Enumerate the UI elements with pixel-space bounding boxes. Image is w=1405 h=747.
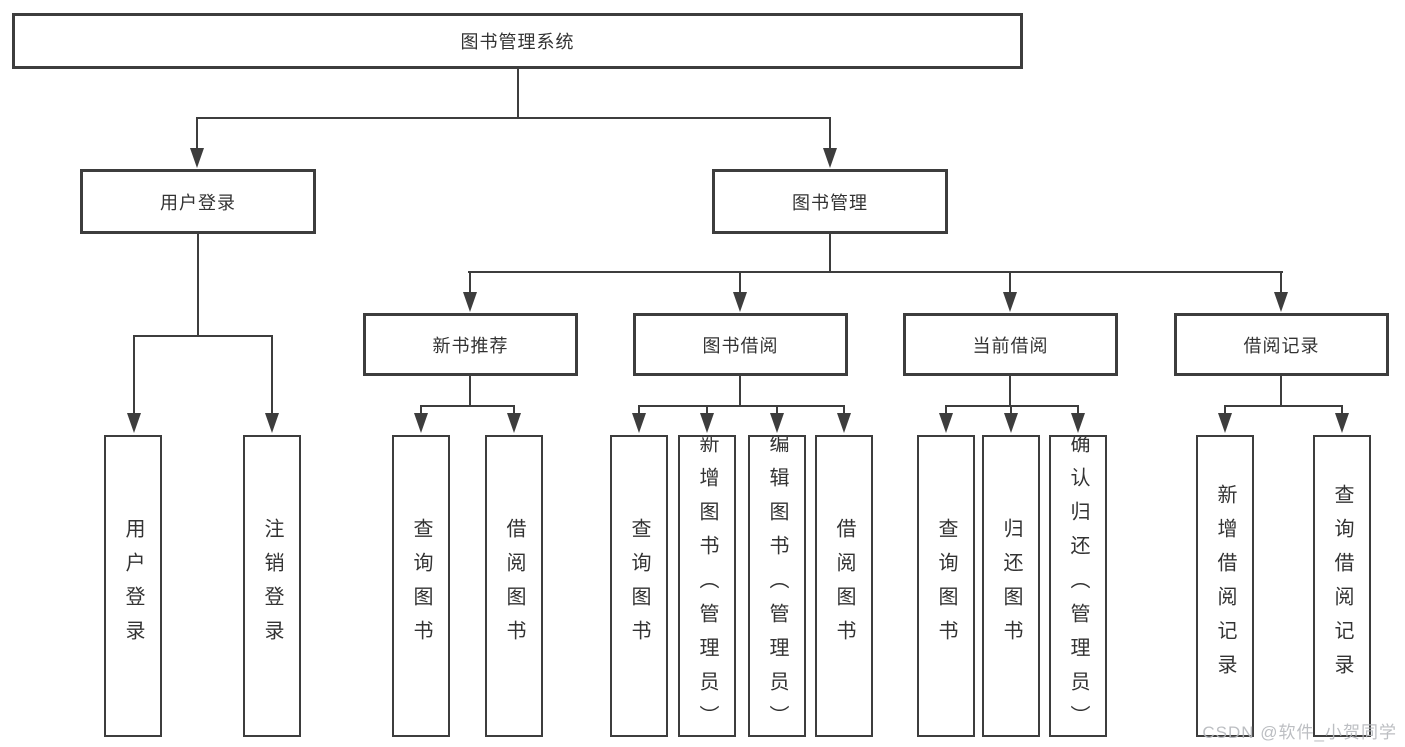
leaf-edit-book-admin: 编辑图书（管理员） — [748, 435, 806, 737]
leaf-query-books-recommend: 查询图书 — [392, 435, 450, 737]
leaf-borrow-books: 借阅图书 — [815, 435, 873, 737]
leaf-query-books-current: 查询图书 — [917, 435, 975, 737]
leaf-logout: 注销登录 — [243, 435, 301, 737]
node-book-management-label: 图书管理 — [792, 192, 868, 213]
node-borrow-records: 借阅记录 — [1174, 313, 1389, 376]
node-current-borrow: 当前借阅 — [903, 313, 1118, 376]
leaf-query-borrow-record: 查询借阅记录 — [1313, 435, 1371, 737]
leaf-add-book-admin-label: 新增图书（管理员） — [696, 435, 718, 737]
leaf-query-borrow-record-label: 查询借阅记录 — [1331, 484, 1353, 688]
node-borrow-records-label: 借阅记录 — [1243, 335, 1320, 356]
node-current-borrow-label: 当前借阅 — [972, 335, 1049, 356]
node-new-book-recommend-label: 新书推荐 — [432, 335, 509, 356]
leaf-query-books-borrow: 查询图书 — [610, 435, 668, 737]
node-root-label: 图书管理系统 — [460, 32, 575, 52]
leaf-return-book-label: 归还图书 — [1000, 518, 1022, 654]
leaf-user-login: 用户登录 — [104, 435, 162, 737]
node-new-book-recommend: 新书推荐 — [363, 313, 578, 376]
leaf-edit-book-admin-label: 编辑图书（管理员） — [766, 435, 788, 737]
leaf-return-book: 归还图书 — [982, 435, 1040, 737]
leaf-logout-label: 注销登录 — [261, 518, 283, 654]
leaf-user-login-label: 用户登录 — [122, 518, 144, 654]
leaf-confirm-return-admin: 确认归还（管理员） — [1049, 435, 1107, 737]
leaf-borrow-books-recommend-label: 借阅图书 — [503, 518, 525, 654]
leaf-confirm-return-admin-label: 确认归还（管理员） — [1067, 435, 1089, 737]
node-user-login: 用户登录 — [80, 169, 316, 234]
leaf-add-book-admin: 新增图书（管理员） — [678, 435, 736, 737]
watermark-text: CSDN @软件_小贺同学 — [1202, 723, 1397, 742]
node-root: 图书管理系统 — [12, 13, 1023, 69]
leaf-add-borrow-record: 新增借阅记录 — [1196, 435, 1254, 737]
leaf-borrow-books-recommend: 借阅图书 — [485, 435, 543, 737]
node-book-management: 图书管理 — [712, 169, 948, 234]
leaf-borrow-books-label: 借阅图书 — [833, 518, 855, 654]
node-book-borrow: 图书借阅 — [633, 313, 848, 376]
leaf-query-books-borrow-label: 查询图书 — [628, 518, 650, 654]
leaf-query-books-recommend-label: 查询图书 — [410, 518, 432, 654]
node-user-login-label: 用户登录 — [160, 192, 236, 213]
leaf-add-borrow-record-label: 新增借阅记录 — [1214, 484, 1236, 688]
node-book-borrow-label: 图书借阅 — [702, 335, 779, 356]
leaf-query-books-current-label: 查询图书 — [935, 518, 957, 654]
